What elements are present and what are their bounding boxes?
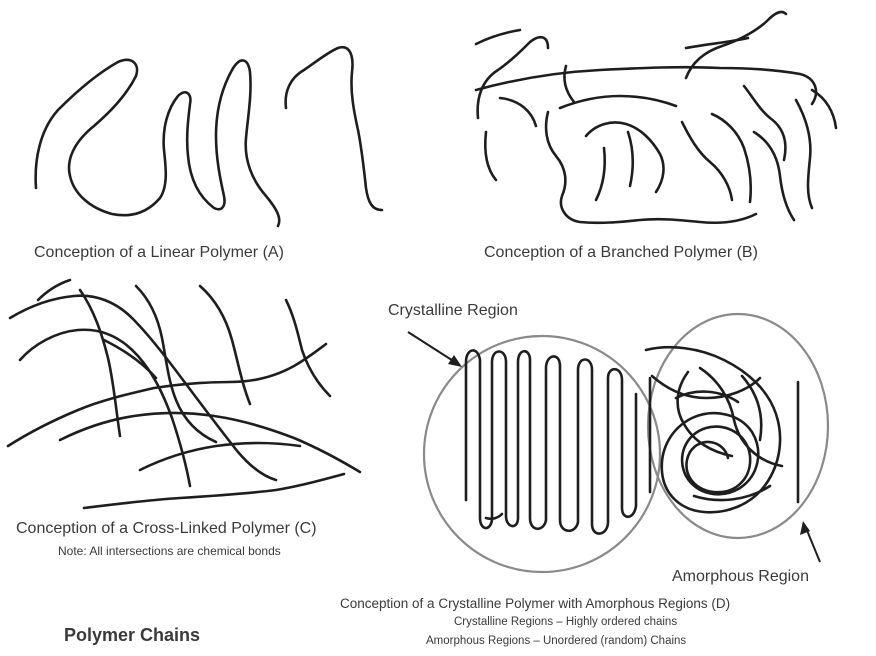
crystalline-folded-chain — [466, 350, 636, 533]
cross-linked-note: Note: All intersections are chemical bon… — [58, 544, 281, 558]
polymer-chain-4 — [485, 132, 496, 180]
polymer-chain-14 — [628, 132, 633, 186]
polymer-chain-15 — [682, 122, 732, 200]
polymer-chain-32 — [486, 514, 502, 519]
polymer-chain-16 — [712, 114, 751, 202]
amorphous-regions-description: Amorphous Regions – Unordered (random) C… — [426, 635, 686, 647]
cross-linked-polymer-drawing — [8, 280, 360, 508]
polymer-chain-18 — [796, 100, 812, 208]
amorphous-region-label: Amorphous Region — [672, 568, 809, 586]
polymer-chain-2 — [476, 30, 520, 44]
polymer-chain-28 — [84, 474, 344, 508]
caption-cross-linked-polymer: Conception of a Cross-Linked Polymer (C) — [16, 520, 317, 538]
linear-chain-1 — [36, 60, 280, 226]
crystalline-arrowhead — [448, 355, 462, 367]
crystalline-amorphous-drawing — [408, 314, 828, 572]
polymer-chain-23 — [80, 290, 120, 436]
caption-branched-polymer: Conception of a Branched Polymer (B) — [484, 244, 758, 262]
linear-polymer-drawing — [36, 47, 382, 226]
polymer-chain-29 — [140, 443, 300, 470]
amorphous-arrow — [806, 528, 820, 562]
polymer-chain-10 — [744, 86, 785, 160]
polymer-chain-17 — [754, 132, 794, 220]
polymer-chain-30 — [286, 300, 330, 396]
linear-chain-2 — [286, 47, 382, 210]
amorphous-tangle — [646, 347, 782, 512]
polymer-chain-5 — [500, 98, 536, 126]
polymer-chain-12 — [586, 123, 663, 193]
caption-linear-polymer: Conception of a Linear Polymer (A) — [34, 244, 284, 262]
polymer-chain-13 — [596, 148, 605, 200]
branched-polymer-drawing — [476, 12, 836, 223]
polymer-chain-24 — [60, 413, 360, 472]
polymer-chain-20 — [10, 296, 276, 480]
figure-title: Polymer Chains — [64, 625, 200, 646]
polymer-chain-11 — [546, 112, 756, 223]
polymer-chain-27 — [200, 286, 250, 404]
polymer-chain-26 — [136, 286, 216, 442]
crystalline-region-circle — [424, 336, 660, 572]
caption-crystalline-polymer: Conception of a Crystalline Polymer with… — [340, 596, 730, 611]
crystalline-arrow — [408, 332, 458, 364]
crystalline-region-label: Crystalline Region — [388, 302, 518, 320]
polymer-chain-6 — [560, 96, 676, 108]
crystalline-regions-description: Crystalline Regions – Highly ordered cha… — [454, 616, 677, 628]
